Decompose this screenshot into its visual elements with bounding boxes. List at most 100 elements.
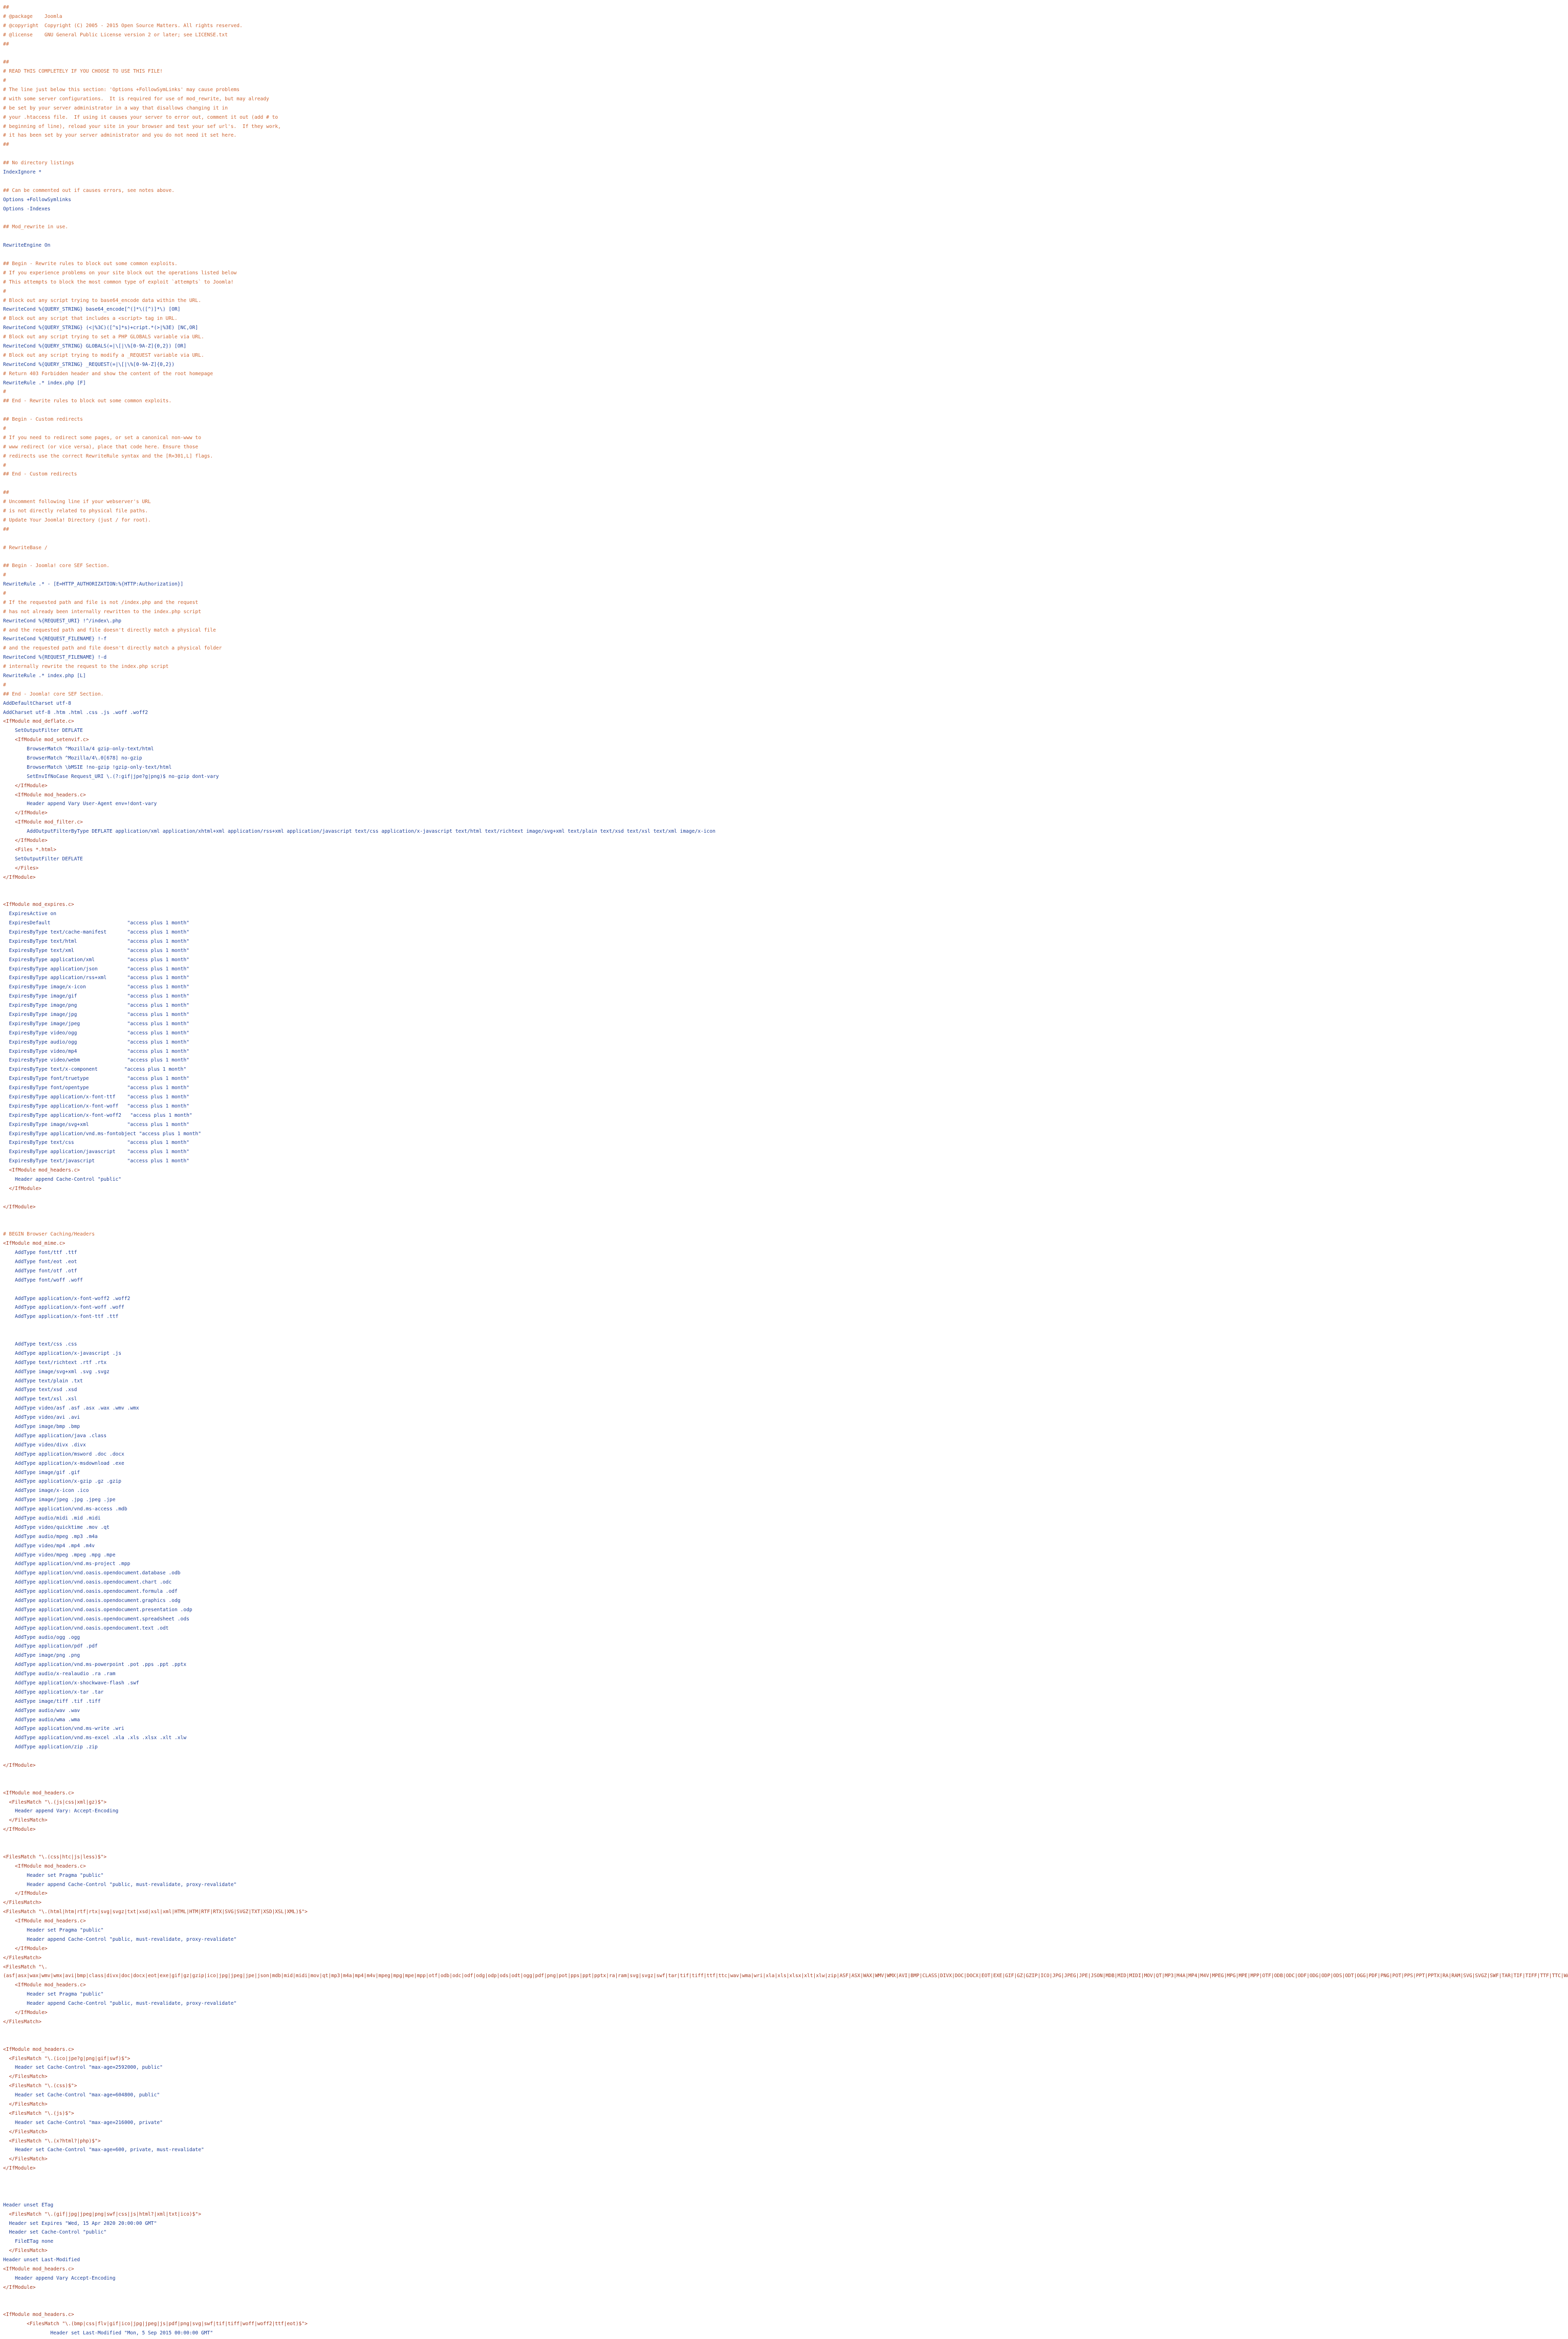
directive-line: ExpiresByType application/json "access p… <box>3 966 189 972</box>
comment-line: # If you experience problems on your sit… <box>3 270 237 276</box>
comment-line: ## <box>3 5 9 10</box>
directive-line: ExpiresByType application/javascript "ac… <box>3 1149 189 1155</box>
comment-line: ## End - Custom redirects <box>3 471 77 478</box>
directive-line: AddType image/png .png <box>3 1653 80 1659</box>
directive-line: AddCharset utf-8 .htm .html .css .js .wo… <box>3 709 148 716</box>
directive-line: AddType application/vnd.oasis.opendocume… <box>3 1579 172 1586</box>
directive-line: Header set Cache-Control "max-age=600, p… <box>3 2147 204 2153</box>
directive-line: Header unset Last-Modified <box>3 2257 80 2263</box>
comment-line: # This attempts to block the most common… <box>3 279 234 285</box>
directive-line: Header set Expires "Wed, 15 Apr 2020 20:… <box>3 2220 157 2226</box>
blank-line <box>3 882 1568 892</box>
tag-line: <FilesMatch "\.(html|htm|rtf|rtx|svg|svg… <box>3 1909 308 1915</box>
tag-line: <FilesMatch "\.(js)$"> <box>3 2110 74 2116</box>
tag-line: </IfModule> <box>3 1891 48 1897</box>
blank-line <box>3 1212 1568 1221</box>
directive-line: Header set Cache-Control "public" <box>3 2229 107 2236</box>
directive-line: AddType font/woff .woff <box>3 1277 83 1283</box>
blank-line <box>3 177 1568 186</box>
directive-line: Options +FollowSymlinks <box>3 197 71 203</box>
comment-line: ## Mod_rewrite in use. <box>3 224 69 230</box>
comment-line: # <box>3 462 6 468</box>
directive-line: AddType image/bmp .bmp <box>3 1424 80 1430</box>
blank-line <box>3 406 1568 415</box>
tag-line: </IfModule> <box>3 1827 36 1833</box>
tag-line: </IfModule> <box>3 2010 48 2016</box>
tag-line: <IfModule mod_deflate.c> <box>3 719 74 725</box>
directive-line: AddType audio/wma .wma <box>3 1717 80 1723</box>
directive-line: Options -Indexes <box>3 206 51 212</box>
comment-line: # Block out any script that includes a <… <box>3 316 178 322</box>
blank-line <box>3 149 1568 159</box>
blank-line <box>3 479 1568 488</box>
tag-line: </IfModule> <box>3 783 48 789</box>
blank-line <box>3 1770 1568 1780</box>
directive-line: SetEnvIfNoCase Request_URI \.(?:gif|jpe?… <box>3 773 219 779</box>
comment-line: # www redirect (or vice versa), place th… <box>3 444 199 450</box>
tag-line: </IfModule> <box>3 1204 36 1210</box>
directive-line: ExpiresByType application/xml "access pl… <box>3 957 189 963</box>
directive-line: ExpiresByType text/javascript "access pl… <box>3 1158 189 1164</box>
comment-line: ## Can be commented out if causes errors… <box>3 187 175 193</box>
directive-line: AddType application/vnd.ms-write .wri <box>3 1726 124 1732</box>
comment-line: ## End - Rewrite rules to block out some… <box>3 398 172 404</box>
directive-line: Header set Cache-Control "max-age=259200… <box>3 2065 163 2071</box>
directive-line: AddType application/msword .doc .docx <box>3 1451 124 1457</box>
directive-line: AddType text/plain .txt <box>3 1378 83 1384</box>
directive-line: RewriteEngine On <box>3 243 51 249</box>
directive-line: AddDefaultCharset utf-8 <box>3 700 71 706</box>
directive-line: AddType audio/wav .wav <box>3 1707 80 1714</box>
directive-line: AddType application/x-font-ttf .ttf <box>3 1314 119 1320</box>
directive-line: AddType video/mpeg .mpeg .mpg .mpe <box>3 1552 116 1558</box>
directive-line: ExpiresByType video/webm "access plus 1 … <box>3 1057 189 1064</box>
directive-line: ExpiresByType image/jpeg "access plus 1 … <box>3 1021 189 1027</box>
comment-line: # BEGIN Browser Caching/Headers <box>3 1231 95 1238</box>
tag-line: </FilesMatch> <box>3 1900 42 1906</box>
tag-line: <IfModule mod_headers.c> <box>3 2266 74 2272</box>
comment-line: ## Begin - Joomla! core SEF Section. <box>3 563 110 569</box>
directive-line: AddType image/gif .gif <box>3 1469 80 1476</box>
directive-line: Header set Pragma "public" <box>3 1872 104 1878</box>
blank-line <box>3 2182 1568 2192</box>
blank-line <box>3 2036 1568 2045</box>
tag-line: </FilesMatch> <box>3 2019 42 2025</box>
directive-line: SetOutputFilter DEFLATE <box>3 856 83 862</box>
comment-line: # it has been set by your server adminis… <box>3 133 237 139</box>
comment-line: # READ THIS COMPLETELY IF YOU CHOOSE TO … <box>3 69 163 75</box>
blank-line <box>3 1752 1568 1761</box>
directive-line: ExpiresByType image/gif "access plus 1 m… <box>3 993 189 1000</box>
directive-line: AddType application/x-tar .tar <box>3 1689 104 1695</box>
directive-line: AddType font/ttf .ttf <box>3 1250 77 1256</box>
tag-line: <IfModule mod_headers.c> <box>3 2312 74 2318</box>
directive-line: ExpiresByType audio/ogg "access plus 1 m… <box>3 1039 189 1045</box>
directive-line: ExpiresByType text/x-component "access p… <box>3 1067 187 1073</box>
directive-line: AddType application/x-font-woff2 .woff2 <box>3 1295 130 1302</box>
blank-line <box>3 534 1568 544</box>
comment-line: # Block out any script trying to set a P… <box>3 334 204 340</box>
directive-line: ExpiresByType image/x-icon "access plus … <box>3 984 189 990</box>
directive-line: Header append Vary: Accept-Encoding <box>3 1808 119 1814</box>
directive-line: Header set Cache-Control "max-age=604800… <box>3 2092 160 2098</box>
directive-line: AddType text/xsd .xsd <box>3 1387 77 1393</box>
comment-line: # internally rewrite the request to the … <box>3 664 169 670</box>
directive-line: AddType audio/x-realaudio .ra .ram <box>3 1671 116 1677</box>
tag-line: <FilesMatch "\.(gif|jpg|jpeg|png|swf|css… <box>3 2211 201 2217</box>
comment-line: # The line just below this section: 'Opt… <box>3 87 240 93</box>
directive-line: AddType text/css .css <box>3 1341 77 1348</box>
comment-line: # <box>3 288 6 294</box>
directive-line: ExpiresByType application/vnd.ms-fontobj… <box>3 1131 201 1137</box>
tag-line: <IfModule mod_expires.c> <box>3 902 74 908</box>
tag-line: </IfModule> <box>3 1763 36 1768</box>
directive-line: ExpiresByType font/truetype "access plus… <box>3 1076 189 1082</box>
tag-line: <IfModule mod_headers.c> <box>3 792 86 798</box>
directive-line: ExpiresByType font/opentype "access plus… <box>3 1085 189 1091</box>
tag-line: </Files> <box>3 865 39 871</box>
blank-line <box>3 232 1568 241</box>
comment-line: # RewriteBase / <box>3 545 48 551</box>
directive-line: AddType application/x-msdownload .exe <box>3 1460 124 1466</box>
directive-line: AddType application/x-shockwave-flash .s… <box>3 1680 139 1686</box>
directive-line: ExpiresByType application/x-font-ttf "ac… <box>3 1094 189 1100</box>
blank-line <box>3 1194 1568 1203</box>
comment-line: # and the requested path and file doesn'… <box>3 627 216 633</box>
